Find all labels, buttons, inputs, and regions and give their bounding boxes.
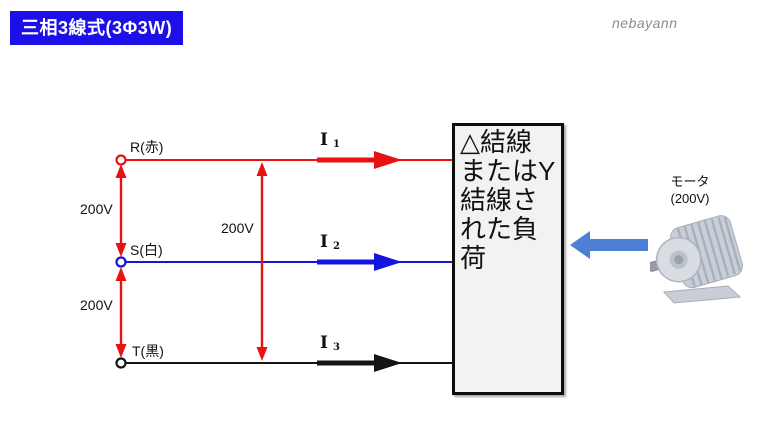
voltage-label-r-t: 200V <box>221 220 254 236</box>
motor-label: モータ (200V) <box>652 173 728 207</box>
motor-base <box>662 285 742 304</box>
current-arrow-i2 <box>317 253 402 271</box>
terminal-t <box>115 357 127 369</box>
watermark: nebayann <box>612 15 678 31</box>
current-i2-symbol: I <box>320 232 328 252</box>
power-flow-arrow <box>570 231 648 259</box>
terminal-s <box>115 256 127 268</box>
phase-r-label: R(赤) <box>130 139 164 155</box>
motor-icon <box>650 215 744 304</box>
current-i1-symbol: I <box>320 130 328 150</box>
current-arrow-i3 <box>317 354 402 372</box>
load-box: △結線またはY結線された負荷 <box>452 123 564 395</box>
voltage-label-s-t: 200V <box>80 297 113 313</box>
page-title: 三相3線式(3Φ3W) <box>10 11 184 45</box>
current-i2-subscript: 2 <box>332 241 340 252</box>
terminal-r <box>115 154 127 166</box>
current-arrow-i1 <box>317 151 402 169</box>
phase-s-label: S(白) <box>130 242 163 258</box>
voltage-arrow-r-t <box>256 162 268 361</box>
current-i3-symbol: I <box>320 333 328 353</box>
motor-rating: (200V) <box>670 191 710 206</box>
voltage-label-r-s: 200V <box>80 201 113 217</box>
motor-body <box>650 215 744 289</box>
voltage-arrow-s-t <box>115 267 127 358</box>
current-i3-subscript: 3 <box>332 342 340 353</box>
motor-name: モータ <box>670 174 710 189</box>
voltage-arrow-r-s <box>115 164 127 257</box>
current-i1-subscript: 1 <box>332 139 340 150</box>
phase-t-label: T(黒) <box>132 343 164 359</box>
